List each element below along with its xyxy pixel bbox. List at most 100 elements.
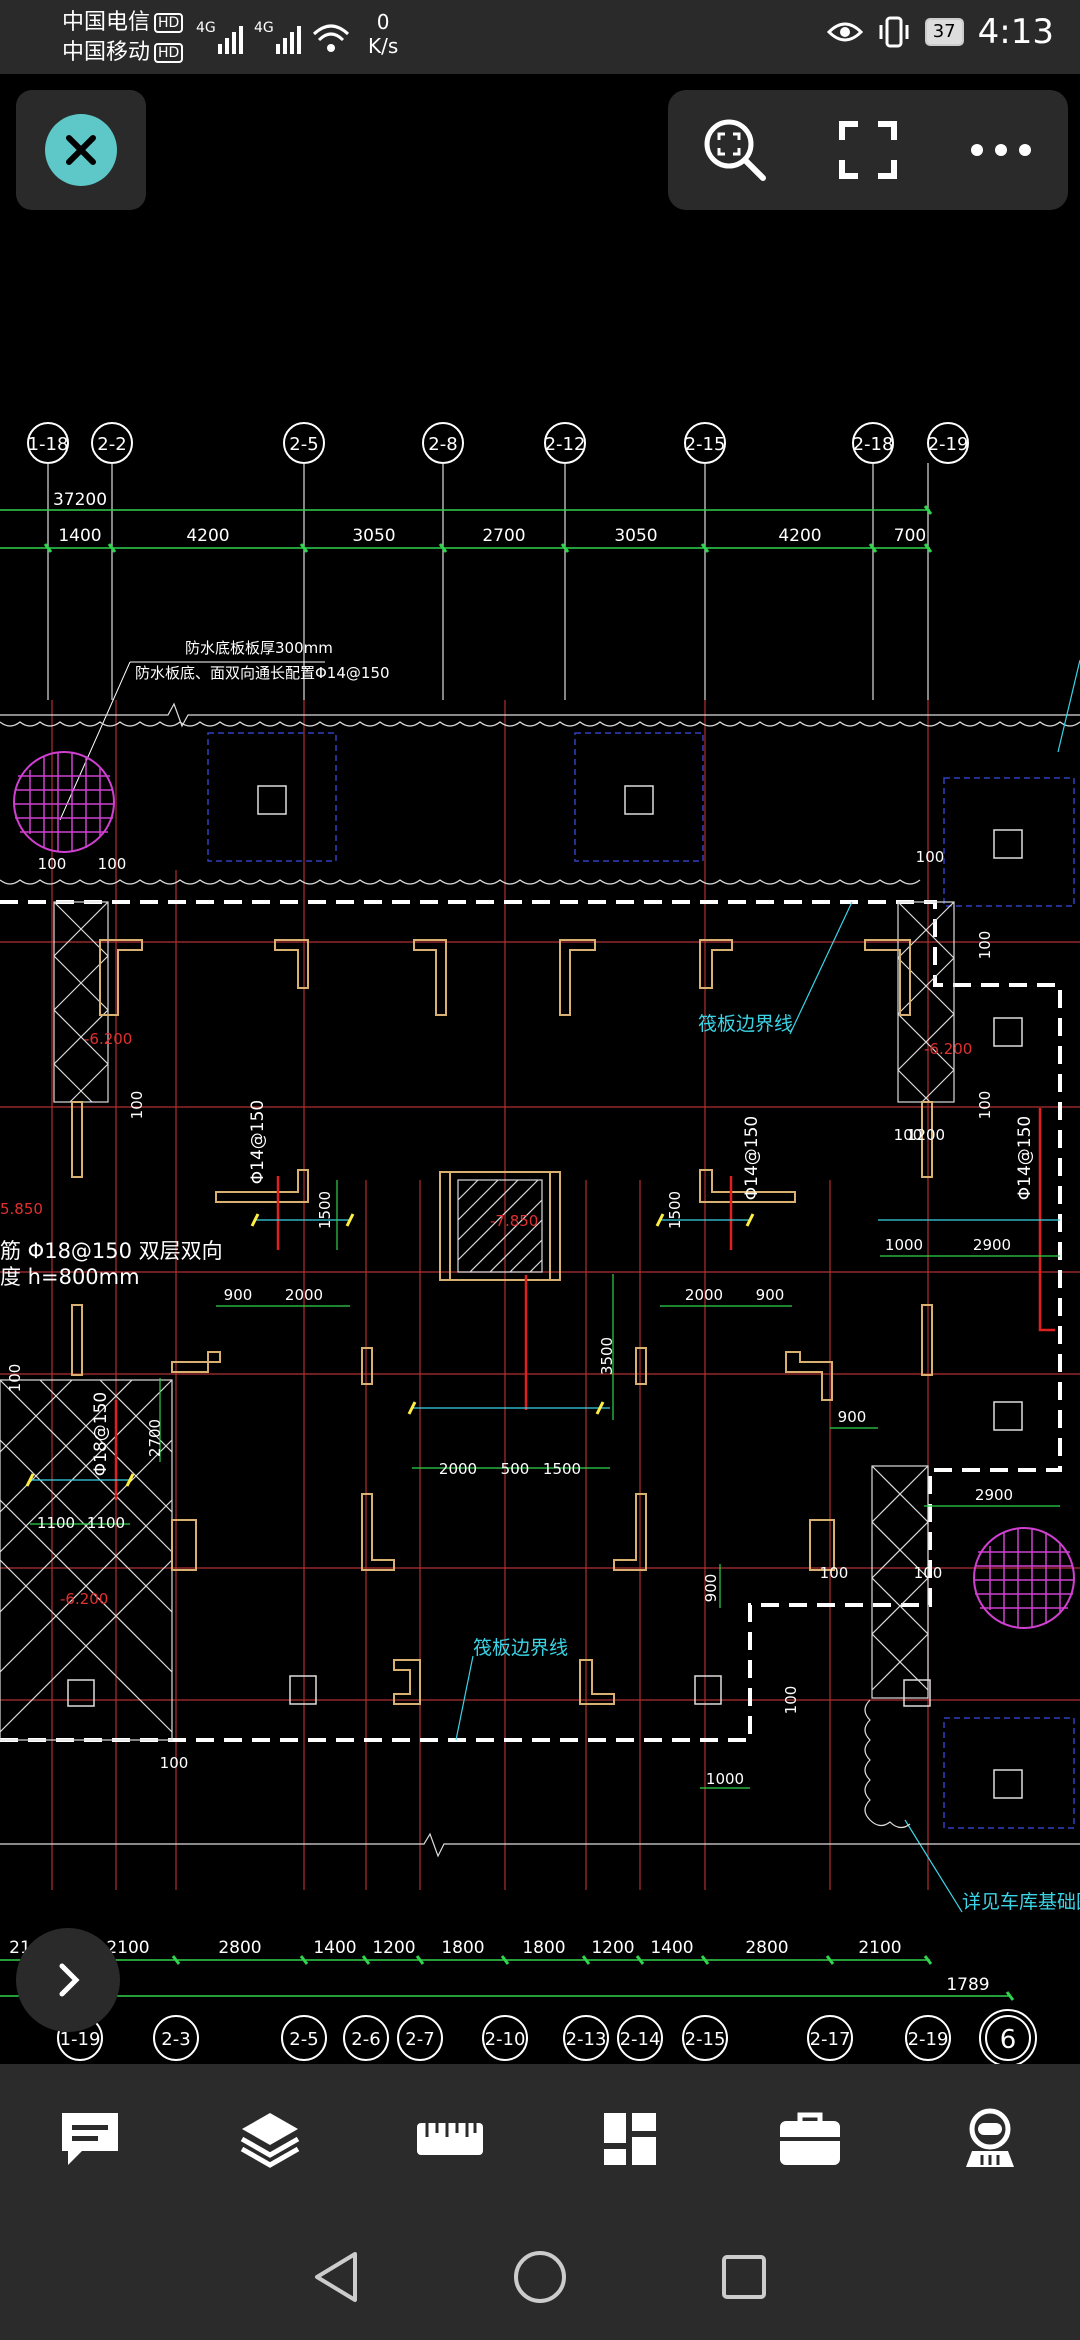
dim-text: 3050 [352,526,395,546]
axis-label: 2-10 [485,2029,526,2050]
scalloped-edge [864,1699,911,1829]
eye-icon [826,22,863,42]
overall-dimension: 37200 [53,490,107,510]
dim-text: 100 [6,1364,24,1393]
toolbox-button[interactable] [765,2094,855,2184]
cad-drawing-canvas[interactable]: 1-18 2-2 2-5 2-8 2-12 2-15 2-18 2-19 [0,74,1080,2064]
dim-text: 2100 [858,1938,901,1958]
note-line-1: 防水底板板厚300mm [185,639,333,657]
grid-horizontal-red [0,941,1080,1701]
zoom-search-icon [704,119,766,181]
break-line-bottom [0,1832,1080,1858]
leader-lines [455,659,1080,1913]
top-axis-bubbles [27,422,969,464]
axis-label: 2-14 [620,2029,661,2050]
dim-text: 1400 [650,1938,693,1958]
level-mark: -6.200 [84,1030,132,1048]
axis-label: 2-6 [351,2029,380,2050]
raft-edge-label: 筏板边界线 [473,1637,568,1659]
system-nav-bar [0,2214,1080,2340]
axis-label: 1-19 [60,2029,101,2050]
axis-label: 2-19 [928,434,969,455]
dim-text: 2900 [975,1486,1013,1504]
recents-icon [722,2255,766,2299]
dim-text: 100 [820,1564,849,1582]
axis-label: 2-19 [908,2029,949,2050]
ai-assistant-button[interactable] [945,2094,1035,2184]
axis-label: 2-17 [810,2029,851,2050]
level-mark: 5.850 [0,1200,43,1218]
top-axis-labels: 1-18 2-2 2-5 2-8 2-12 2-15 2-18 2-19 [28,434,969,455]
hatched-walls [0,901,955,1741]
rebar-span-ticks [25,1213,755,1487]
more-button[interactable] [961,110,1041,190]
axis-label: 1-18 [28,434,69,455]
home-button[interactable] [508,2245,572,2309]
cyan-labels: 筏板边界线 筏板边界线 详见车库基础图 [473,1013,1080,1913]
axis-label: 2-15 [685,2029,726,2050]
dim-text: 900 [838,1408,867,1426]
robot-icon [966,2108,1014,2167]
axis-label: 2-12 [545,434,586,455]
axis-label: 2-15 [685,434,726,455]
sump-pit-right [973,1527,1075,1629]
view-tools [668,90,1068,210]
home-icon [514,2251,566,2303]
axis-label: 2-5 [289,2029,318,2050]
dim-text: 100 [976,931,994,960]
comment-button[interactable] [45,2094,135,2184]
dim-text: 2800 [745,1938,788,1958]
zoom-extents-button[interactable] [695,110,775,190]
dim-text: 1500 [666,1191,684,1229]
briefcase-icon [780,2112,840,2165]
dim-text: 3050 [614,526,657,546]
recents-button[interactable] [712,2245,776,2309]
columns [71,939,933,1705]
measure-button[interactable] [405,2094,495,2184]
back-button[interactable] [304,2245,368,2309]
layers-icon [240,2113,300,2168]
rebar-annotations: Φ14@150 Φ14@150 Φ14@150 Φ18@150 [91,1100,1035,1476]
dim-text: 100 [894,1126,923,1144]
bottom-dimension-ticks [46,1955,1015,2001]
bottom-axis-labels: 1-19 2-3 2-5 2-6 2-7 2-10 2-13 2-14 2-15… [60,2025,1017,2055]
axis-label: 2-8 [428,434,457,455]
bottom-dimension-lines [0,1959,1010,1997]
dim-text: 1400 [313,1938,356,1958]
signal-icon: 4G 4G [196,20,350,54]
carrier-2: 中国移动 [62,40,151,65]
clock: 4:13 [977,12,1054,52]
rebar-note: Φ18@150 [91,1392,111,1476]
dim-text: 1789 [946,1975,989,1995]
dim-text: 1100 [87,1514,125,1532]
dim-text: 1500 [316,1191,334,1229]
raft-boundary [0,900,1062,1742]
dim-text: 100 [128,1091,146,1120]
sump-pit-left [13,751,115,853]
dim-text: 100 [914,1564,943,1582]
dim-text: 2000 [439,1460,477,1478]
battery-indicator: 37 [924,18,964,46]
carrier-1: 中国电信 [62,10,151,35]
layers-button[interactable] [225,2094,315,2184]
fullscreen-button[interactable] [828,110,908,190]
inner-dimension-text: 100 100 100 100 1200 900 2000 2000 900 1… [37,848,1013,1788]
dim-text: 3500 [598,1337,616,1375]
dim-text: 1000 [885,1236,923,1254]
axis-label: 6 [1000,2025,1017,2055]
axis-label: 2-3 [161,2029,190,2050]
dim-text: 1100 [37,1514,75,1532]
rebar-note-line-1: 筋 Φ18@150 双层双向 [0,1239,223,1263]
close-button[interactable] [16,90,146,210]
expand-panel-button[interactable] [16,1928,120,2032]
axis-label: 2-5 [289,434,318,455]
dim-text: 900 [702,1574,720,1603]
level-mark: -7.850 [490,1212,538,1230]
dim-text: 4200 [778,526,821,546]
dim-text: 900 [756,1286,785,1304]
dim-text: 700 [894,526,926,546]
dim-text: 500 [501,1460,530,1478]
dim-text: 1200 [372,1938,415,1958]
dashboard-button[interactable] [585,2094,675,2184]
